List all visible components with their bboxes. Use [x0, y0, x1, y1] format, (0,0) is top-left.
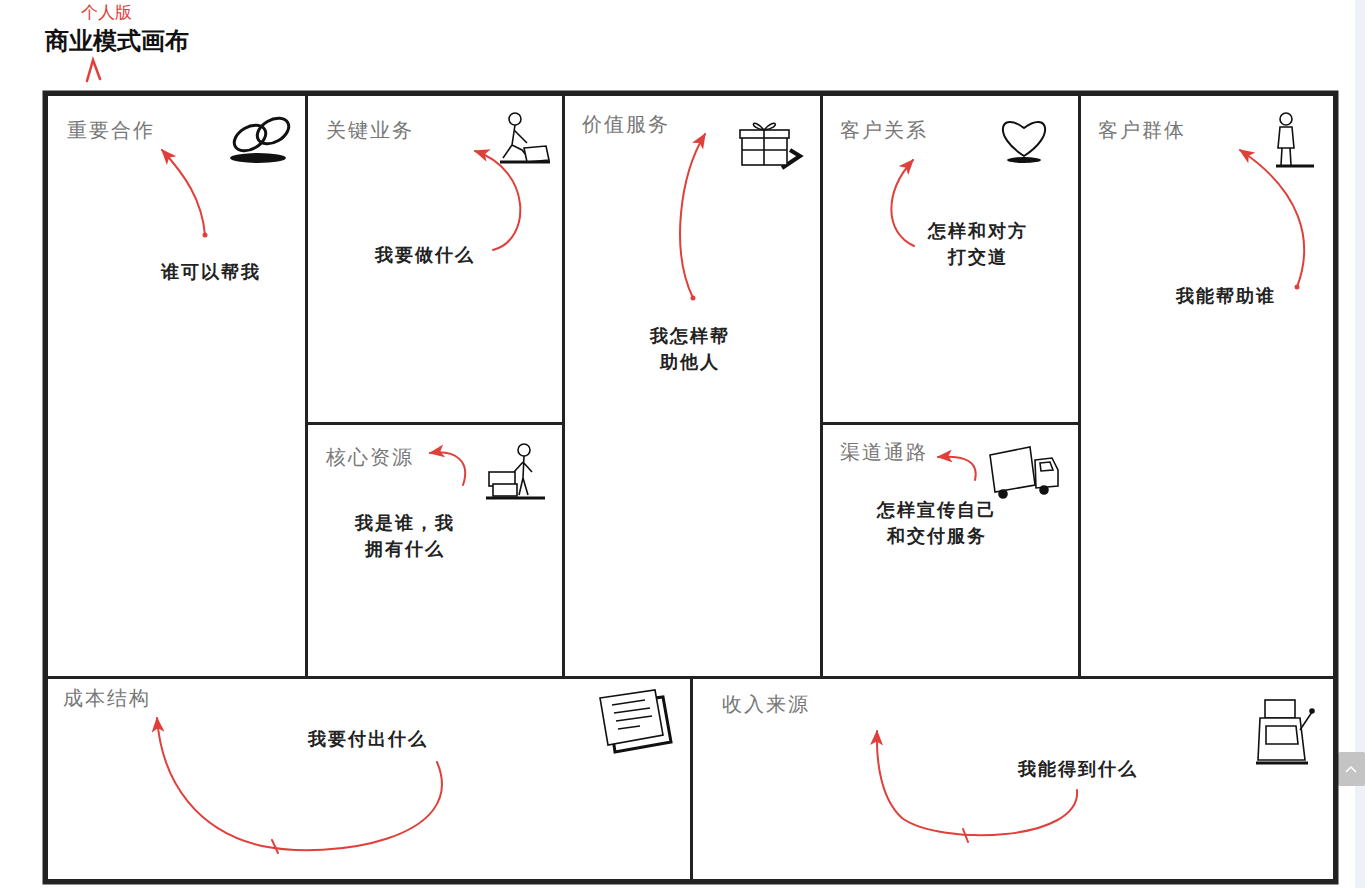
guiding-question: 我要付出什么	[308, 726, 428, 752]
canvas-block: 成本结构我要付出什么	[45, 676, 693, 882]
block-heading: 关键业务	[326, 117, 414, 143]
register-icon	[1256, 700, 1314, 763]
guiding-question: 我是谁，我 拥有什么	[352, 510, 458, 562]
arrow-dot	[1296, 286, 1299, 289]
guiding-question: 我能帮助谁	[1176, 283, 1276, 309]
leader-arrow	[162, 150, 205, 235]
block-heading: 渠道通路	[840, 439, 928, 465]
block-heading: 核心资源	[326, 444, 414, 470]
canvas-block: 客户群体我能帮助谁	[1078, 93, 1336, 679]
scroll-button	[1338, 752, 1365, 786]
customer-icon	[1276, 113, 1314, 166]
leader-arrow	[938, 457, 976, 480]
resources-icon	[486, 444, 545, 498]
block-heading: 价值服务	[582, 111, 670, 137]
canvas-block: 核心资源我是谁，我 拥有什么	[305, 422, 565, 679]
canvas-block: 重要合作谁可以帮我	[45, 93, 308, 679]
edition-note: 个人版	[81, 2, 132, 22]
leader-arrow	[891, 160, 914, 246]
guiding-question: 我怎样帮 助他人	[647, 323, 733, 375]
guiding-question: 我能得到什么	[1018, 756, 1138, 782]
heart-icon	[1003, 122, 1045, 163]
guiding-question: 我要做什么	[375, 242, 475, 268]
gift-icon	[740, 123, 800, 168]
invoice-icon	[600, 690, 671, 752]
block-heading: 客户关系	[840, 117, 928, 143]
leader-arrow	[430, 452, 465, 485]
arrow-tick	[963, 829, 968, 842]
arrow-dot	[692, 297, 695, 300]
truck-icon	[990, 447, 1058, 498]
canvas-block: 关键业务我要做什么	[305, 93, 565, 425]
insert-caret	[87, 60, 100, 81]
canvas-block: 价值服务我怎样帮 助他人	[562, 93, 823, 679]
canvas-block: 收入来源我能得到什么	[690, 676, 1336, 882]
canvas-block: 渠道通路怎样宣传自己 和交付服务	[820, 422, 1081, 679]
canvas-title: 商业模式画布	[45, 27, 189, 56]
leader-arrow	[877, 731, 1077, 835]
worker-icon	[500, 113, 550, 162]
leader-arrow	[680, 134, 705, 298]
guiding-question: 怎样宣传自己 和交付服务	[874, 497, 1000, 549]
leader-arrow	[1240, 150, 1304, 287]
guiding-question: 怎样和对方 打交道	[925, 218, 1031, 270]
chain-icon	[230, 113, 293, 163]
guiding-question: 谁可以帮我	[161, 259, 261, 285]
scroll-chevron	[1346, 767, 1356, 772]
arrow-tick	[272, 840, 278, 853]
block-heading: 收入来源	[722, 691, 810, 717]
canvas-block: 客户关系怎样和对方 打交道	[820, 93, 1081, 425]
arrow-dot	[204, 234, 207, 237]
leader-arrow	[475, 151, 520, 250]
canvas-frame	[45, 93, 1336, 882]
block-heading: 成本结构	[63, 685, 151, 711]
leader-arrow	[157, 718, 442, 850]
block-heading: 重要合作	[67, 117, 155, 143]
block-heading: 客户群体	[1098, 117, 1186, 143]
